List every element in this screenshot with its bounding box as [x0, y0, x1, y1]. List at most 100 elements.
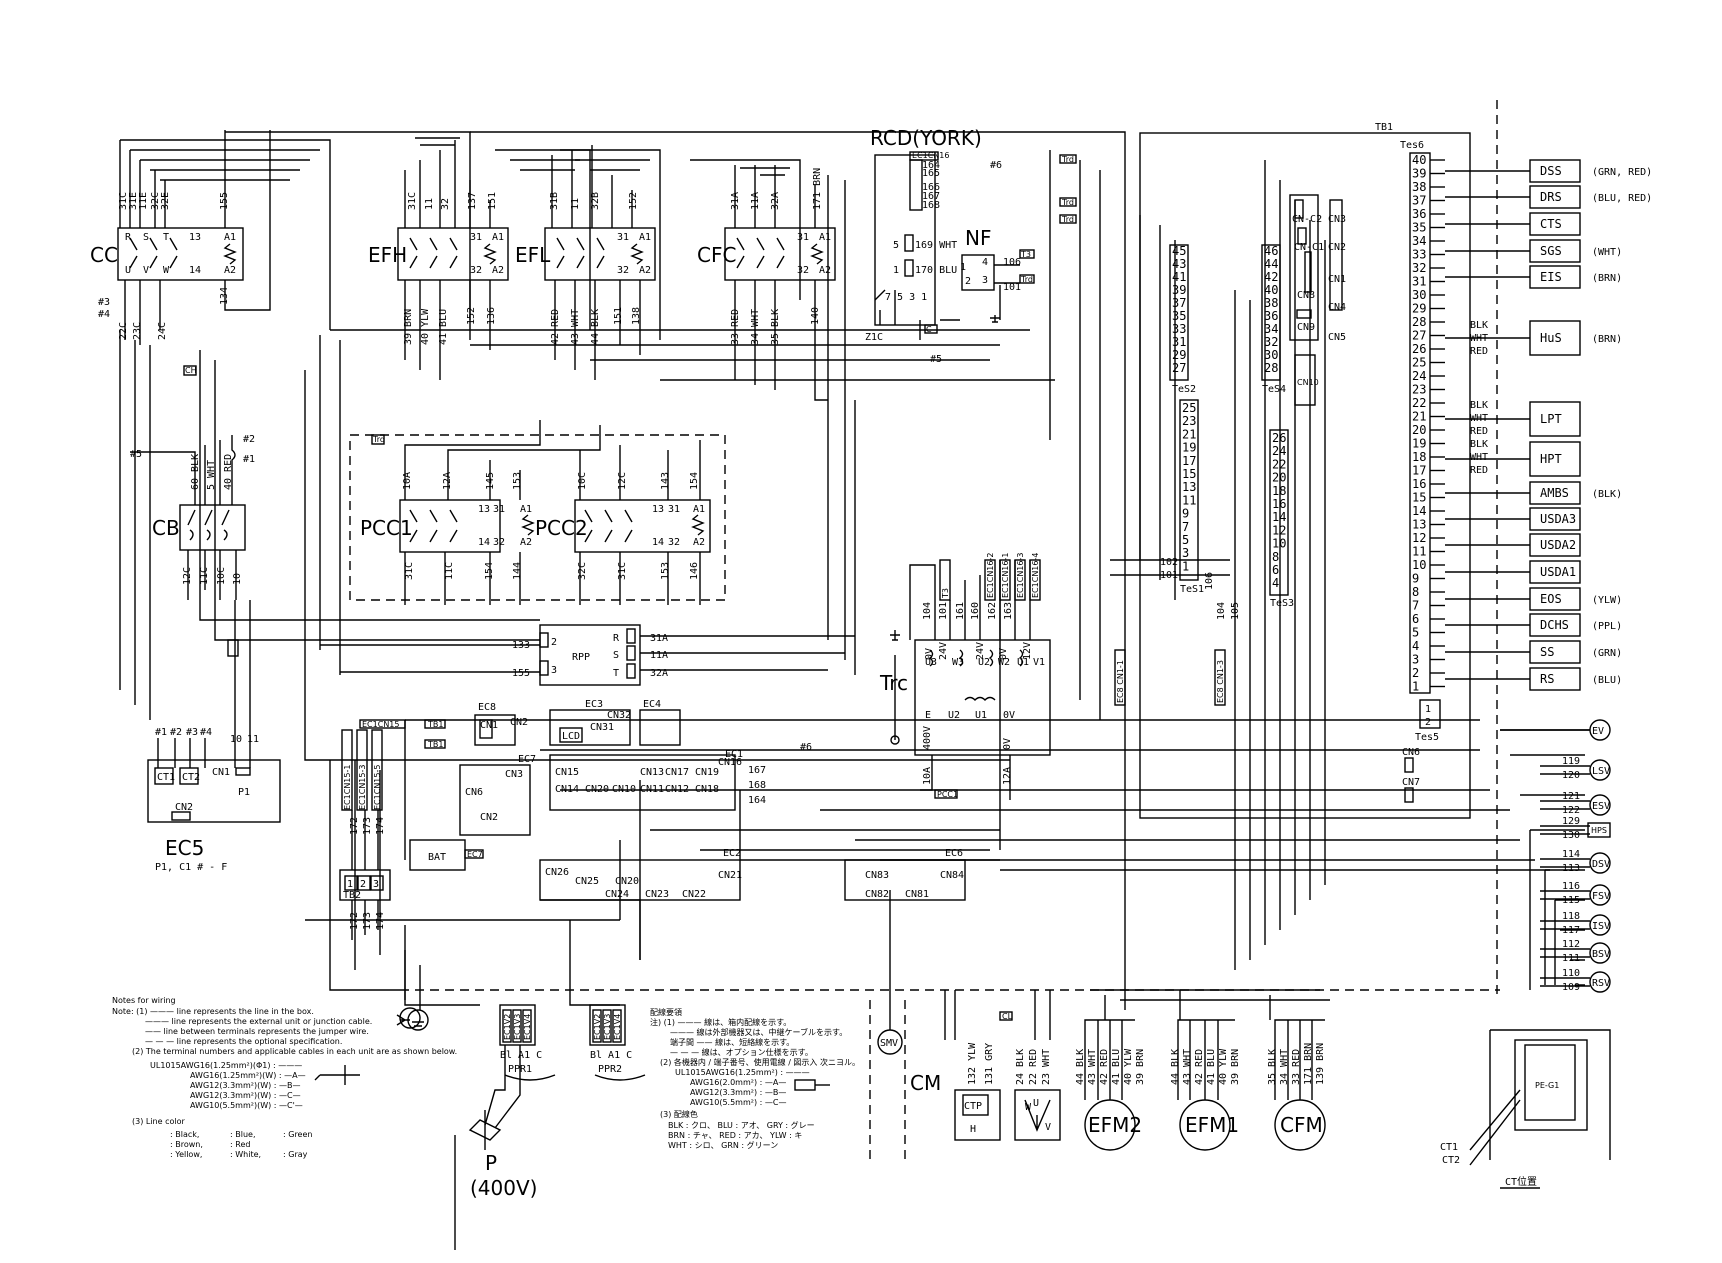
svg-text:R: R: [613, 633, 620, 644]
svg-text:V: V: [1045, 1122, 1051, 1133]
svg-text:32: 32: [440, 198, 451, 210]
tes6-terminal: 34: [1412, 234, 1426, 248]
svg-text:AWG10(5.5mm²)(W) : —C'—: AWG10(5.5mm²)(W) : —C'—: [190, 1101, 303, 1110]
svg-text:11C: 11C: [444, 562, 455, 580]
svg-text:: Black,: : Black,: [170, 1130, 199, 1139]
ct2-label: CT2: [1442, 1155, 1460, 1166]
rcd-label: RCD(YORK): [870, 126, 982, 150]
svg-text:CN19: CN19: [695, 767, 719, 778]
svg-text:40 YLW: 40 YLW: [1123, 1048, 1134, 1085]
tes4-label: TeS4: [1262, 384, 1286, 395]
ec5-sub: P1, C1 # - F: [155, 862, 227, 873]
tes6-terminal: 8: [1412, 585, 1419, 599]
valve-icon: [1589, 942, 1611, 964]
svg-text:CN2: CN2: [175, 802, 193, 813]
svg-text:Trd: Trd: [1061, 155, 1074, 164]
ec4-label: EC4: [643, 699, 661, 710]
svg-text:31C: 31C: [617, 562, 628, 580]
tes6-terminal: 30: [1412, 288, 1426, 302]
svg-text:13: 13: [478, 504, 490, 515]
svg-text:153: 153: [660, 562, 671, 580]
tes6-terminal: 12: [1412, 531, 1426, 545]
ec7-label: EC7: [518, 754, 536, 765]
svg-text:EC1CN16-1: EC1CN16-1: [1001, 553, 1010, 598]
valve-wire: 122: [1562, 805, 1580, 816]
bat-label: BAT: [428, 852, 446, 863]
tes6-terminal: 7: [1412, 599, 1419, 613]
sensor-color: (BRN): [1592, 334, 1622, 345]
tes-numbers: 4543413937353331292746444240383634323028…: [1172, 244, 1286, 590]
wire-color: RED: [1470, 346, 1488, 357]
svg-text:11E: 11E: [138, 192, 149, 210]
svg-text:101: 101: [1003, 282, 1021, 293]
svg-text:Trd: Trd: [1020, 275, 1033, 284]
tes2-label: TeS2: [1172, 384, 1196, 395]
tes6-terminal: 1: [1412, 680, 1419, 694]
sensor-name: USDA1: [1540, 565, 1576, 579]
valve-wire: 113: [1562, 863, 1580, 874]
svg-text:11: 11: [424, 198, 435, 210]
tes-terminal: 43: [1172, 257, 1186, 271]
tes-terminal: 18: [1272, 484, 1286, 498]
tes-terminal: 41: [1172, 270, 1186, 284]
svg-text:——— line represents the extern: ——— line represents the external unit or…: [145, 1017, 372, 1026]
ct1-label: CT1: [1440, 1142, 1458, 1153]
svg-text:Trd: Trd: [1061, 215, 1074, 224]
svg-text:22 RED: 22 RED: [1028, 1049, 1039, 1085]
svg-text:35 BLK: 35 BLK: [1267, 1049, 1278, 1085]
svg-text:12C: 12C: [617, 472, 628, 490]
ec6-label: EC6: [945, 848, 963, 859]
svg-text:160: 160: [970, 602, 981, 620]
svg-text:173: 173: [362, 817, 373, 835]
wire-color: WHT: [1470, 333, 1488, 344]
svg-text:(3) Line color: (3) Line color: [132, 1117, 186, 1126]
tes-terminal: 3: [1182, 546, 1189, 560]
svg-text:CN15: CN15: [555, 767, 579, 778]
svg-text:A1: A1: [492, 232, 504, 243]
sensor-color: (GRN, RED): [1592, 167, 1652, 178]
valve-wire: 109: [1562, 982, 1580, 993]
wire-color: WHT: [1470, 413, 1488, 424]
sensor-column: DSS(GRN, RED)DRS(BLU, RED)CTSSGS(WHT)EIS…: [1445, 159, 1652, 691]
svg-text:3: 3: [373, 879, 379, 890]
valve-name: EV: [1592, 726, 1604, 737]
svg-text:2: 2: [551, 637, 557, 648]
svg-text:11: 11: [247, 734, 259, 745]
valve-name: RSV: [1592, 978, 1610, 989]
svg-text:CN2: CN2: [510, 717, 528, 728]
svg-text:CN21: CN21: [718, 870, 742, 881]
tb1-label: TB1: [1375, 122, 1393, 133]
svg-text:#4: #4: [98, 309, 110, 320]
svg-text:CN10: CN10: [1297, 378, 1319, 387]
svg-text:10A: 10A: [922, 767, 933, 785]
p-label: P: [485, 1151, 497, 1175]
tes-terminal: 12: [1272, 523, 1286, 537]
svg-text:端子間 —— 線は、短絡線を示す。: 端子間 —— 線は、短絡線を示す。: [670, 1037, 794, 1047]
svg-text:44 BLK: 44 BLK: [1075, 1049, 1086, 1085]
tes6-terminal: 14: [1412, 504, 1426, 518]
tes6-terminal: 28: [1412, 315, 1426, 329]
cfm-label: CFM: [1280, 1113, 1323, 1137]
svg-text:106: 106: [1003, 257, 1021, 268]
tes6-terminal: 17: [1412, 464, 1426, 478]
svg-text:165: 165: [922, 168, 940, 179]
svg-text:174: 174: [375, 817, 386, 835]
svg-text:172: 172: [349, 817, 360, 835]
valve-wire: 119: [1562, 756, 1580, 767]
svg-text:Bl A1 C: Bl A1 C: [590, 1050, 632, 1061]
svg-text:1: 1: [347, 879, 353, 890]
tes-terminal: 28: [1264, 361, 1278, 375]
svg-text:10C: 10C: [216, 567, 227, 585]
tes6-terminal: 29: [1412, 302, 1426, 316]
svg-text:EC7: EC7: [467, 850, 483, 859]
svg-text:23 WHT: 23 WHT: [1041, 1049, 1052, 1085]
svg-text:31: 31: [797, 232, 809, 243]
svg-text:12A: 12A: [1002, 767, 1013, 785]
efh-label: EFH: [368, 243, 407, 267]
svg-text:CN1: CN1: [1328, 274, 1346, 285]
svg-text:A2: A2: [520, 537, 532, 548]
